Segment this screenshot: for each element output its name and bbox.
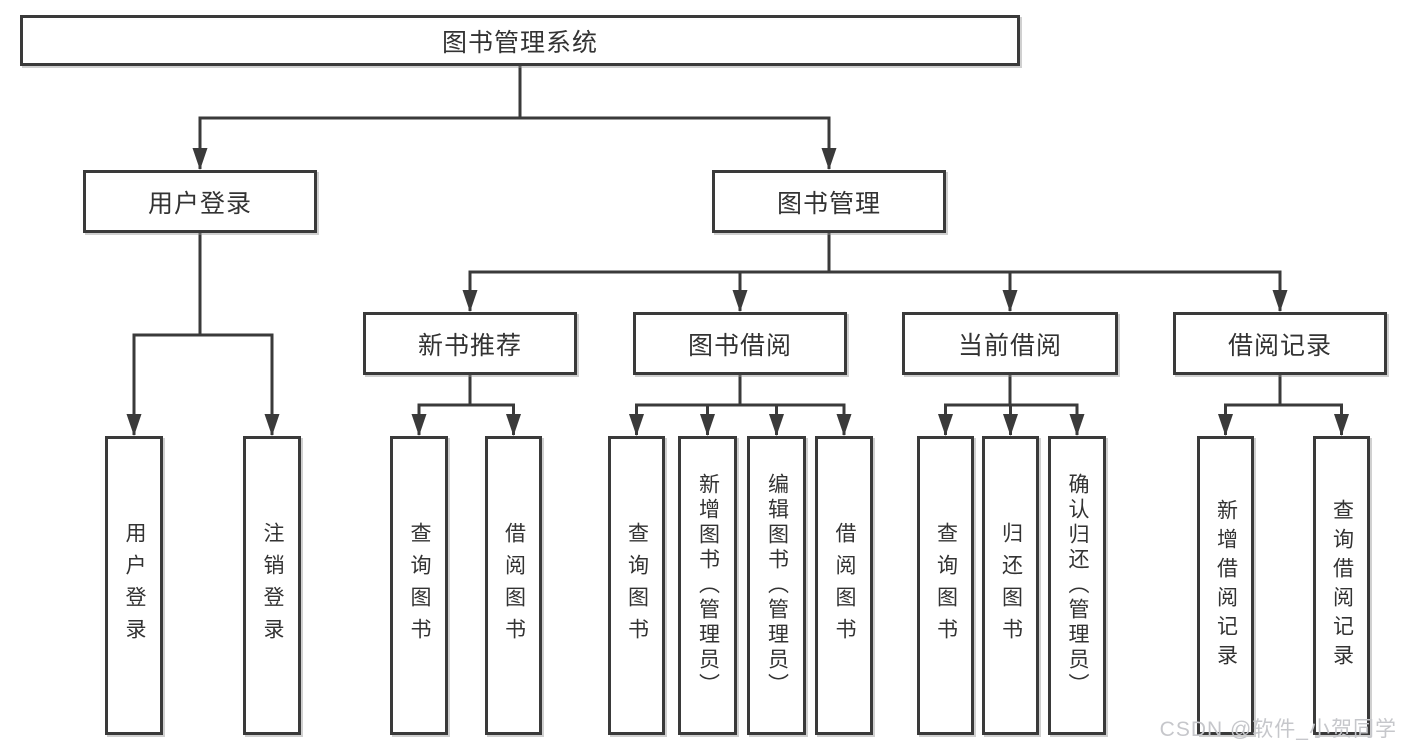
leaf-query-books-1: 查询图书: [390, 436, 448, 735]
connector-book-management-sections: [462, 233, 1288, 312]
node-label: 图书管理系统: [441, 28, 598, 57]
leaf-logout: 注销登录: [243, 436, 301, 735]
connector-user-login-children: [126, 233, 280, 436]
node-label: 用户登录: [147, 189, 252, 218]
leaf-label: 归还图书: [999, 521, 1023, 650]
leaf-query-borrow-record: 查询借阅记录: [1313, 436, 1370, 735]
leaf-label: 查询图书: [934, 521, 958, 650]
leaf-label: 编辑图书（管理员）: [765, 473, 789, 698]
leaf-add-borrow-record: 新增借阅记录: [1197, 436, 1254, 735]
leaf-add-books-admin: 新增图书（管理员）: [678, 436, 737, 735]
node-borrow-records: 借阅记录: [1173, 312, 1387, 375]
node-current-borrow: 当前借阅: [902, 312, 1118, 375]
watermark: CSDN @软件_小贺同学: [1159, 718, 1397, 741]
node-root-system: 图书管理系统: [20, 15, 1020, 66]
leaf-query-books-3: 查询图书: [917, 436, 974, 735]
connector-borrow-records-children: [1218, 375, 1349, 436]
leaf-label: 借阅图书: [833, 521, 856, 650]
leaf-borrow-books-1: 借阅图书: [485, 436, 542, 735]
leaf-return-books: 归还图书: [982, 436, 1039, 735]
leaf-borrow-books-2: 借阅图书: [815, 436, 873, 735]
node-book-management: 图书管理: [712, 170, 946, 233]
leaf-confirm-return-admin: 确认归还（管理员）: [1048, 436, 1106, 735]
connector-new-book-children: [411, 375, 521, 436]
leaf-label: 查询借阅记录: [1330, 498, 1354, 673]
leaf-user-login: 用户登录: [105, 436, 163, 735]
leaf-query-books-2: 查询图书: [608, 436, 665, 735]
node-new-book-recommend: 新书推荐: [363, 312, 577, 375]
node-label: 当前借阅: [957, 331, 1062, 360]
node-user-login: 用户登录: [83, 170, 317, 233]
leaf-label: 新增借阅记录: [1214, 498, 1238, 673]
leaf-label: 用户登录: [123, 521, 146, 650]
connector-root-to-level2: [192, 66, 837, 170]
node-label: 图书借阅: [687, 331, 792, 360]
leaf-label: 查询图书: [408, 521, 431, 650]
node-book-borrow: 图书借阅: [633, 312, 847, 375]
leaf-edit-books-admin: 编辑图书（管理员）: [747, 436, 806, 735]
node-label: 新书推荐: [417, 331, 522, 360]
leaf-label: 新增图书（管理员）: [696, 473, 720, 698]
leaf-label: 查询图书: [625, 521, 649, 650]
leaf-label: 注销登录: [261, 521, 284, 650]
leaf-label: 确认归还（管理员）: [1066, 473, 1089, 698]
connector-book-borrow-children: [629, 375, 852, 436]
node-label: 图书管理: [776, 189, 881, 218]
leaf-label: 借阅图书: [502, 521, 526, 650]
node-label: 借阅记录: [1227, 331, 1332, 360]
connector-current-borrow-children: [938, 375, 1085, 436]
